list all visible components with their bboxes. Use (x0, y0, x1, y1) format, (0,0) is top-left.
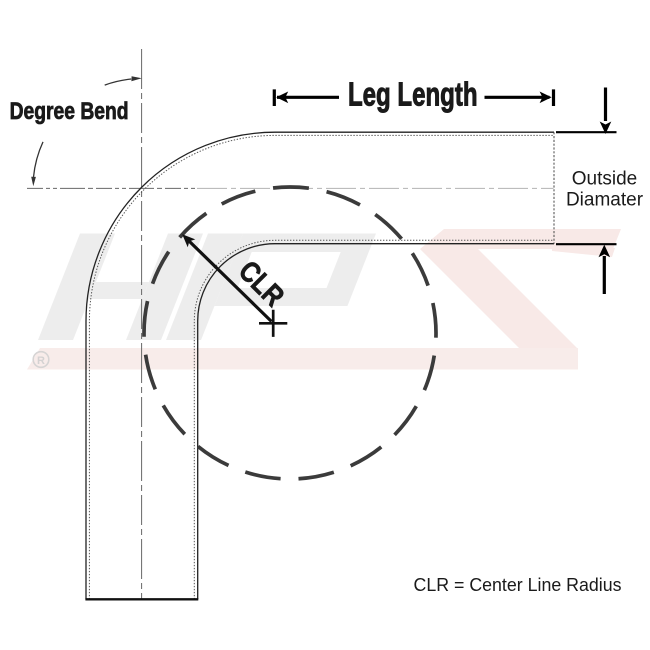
svg-text:Diamater: Diamater (566, 190, 644, 211)
svg-text:R: R (37, 355, 45, 367)
svg-text:Degree Bend: Degree Bend (10, 98, 129, 125)
svg-text:Leg Length: Leg Length (348, 76, 478, 113)
svg-text:Outside: Outside (572, 169, 637, 190)
svg-text:CLR = Center Line Radius: CLR = Center Line Radius (414, 574, 622, 595)
